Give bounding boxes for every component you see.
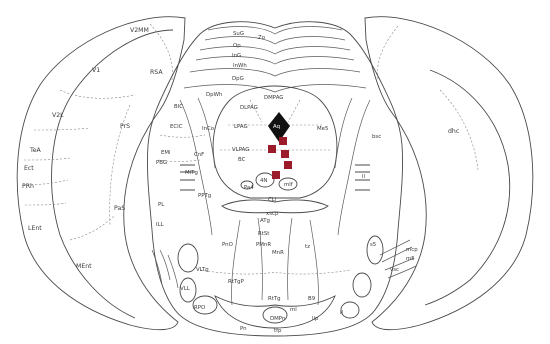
marker-square [272,171,280,179]
label-InWh: InWh [233,63,247,69]
label-m5: m5 [406,256,415,262]
label-PMnR: PMnR [256,242,271,248]
label-PaS: PaS [114,205,125,212]
label-CnF: CnF [194,152,204,158]
label-PBG: PBG [156,160,167,166]
region-labels: V2MM V1 RSA V2L PrS TeA Ect PRh PaS LEnt… [22,27,460,334]
label-ll: ll [362,174,365,180]
label-V2L: V2L [52,112,64,119]
label-ll-bottom: ll [340,310,343,316]
label-TeA: TeA [29,147,42,154]
label-Pn: Pn [240,326,247,332]
label-ml: ml [290,307,297,313]
label-DMPAG: DMPAG [264,95,283,101]
label-bsc: bsc [372,134,381,140]
label-MnR: MnR [272,250,284,256]
label-Me5: Me5 [317,126,328,132]
label-EMi: EMi [161,150,171,156]
label-ATg: ATg [260,218,270,224]
label-V1: V1 [92,67,100,74]
label-ECIC: ECIC [170,124,183,130]
label-B9: B9 [308,296,316,302]
label-DpG: DpG [232,76,244,82]
label-dhc: dhc [448,128,460,135]
label-InCo: InCo [202,126,214,132]
label-tz: tz [305,244,310,250]
label-LEnt: LEnt [28,225,42,232]
label-BIC: BIC [174,104,183,110]
label-VLTg: VLTg [196,267,209,273]
label-Op: Op [233,43,241,49]
label-ILL: ILL [156,222,164,228]
label-RPO: RPO [194,305,205,311]
label-tfp: tfp [274,328,282,334]
label-PPTg: PPTg [198,193,211,199]
label-V2MM: V2MM [130,27,149,34]
label-DMPn: DMPn [270,316,285,322]
marker-square [268,145,276,153]
label-PL: PL [158,202,164,208]
left-cortex [17,17,185,330]
label-PrS: PrS [120,123,130,130]
injection-markers [268,137,292,179]
label-RtTg: RtTg [268,296,281,302]
label-VLL: VLL [180,286,190,292]
label-PnO: PnO [222,242,233,248]
marker-square [284,161,292,169]
label-Zo: Zo [258,35,265,41]
label-BC: BC [238,157,246,163]
label-xscp: xscp [266,211,279,217]
label-RtSt: RtSt [258,231,269,237]
label-DpWh: DpWh [206,92,222,98]
label-VLPAG: VLPAG [232,147,249,153]
label-mlf: mlf [284,182,293,188]
marker-square [281,150,289,158]
right-cortex [365,17,533,330]
label-Aq: Aq [273,124,280,130]
label-MiTg: MiTg [185,170,198,176]
label-PRh: PRh [22,183,34,190]
marker-square [279,137,287,145]
label-LPAG: LPAG [234,124,248,130]
label-DLPAG: DLPAG [240,105,258,111]
label-SuG: SuG [233,31,244,37]
label-vsc: vsc [390,267,399,273]
label-CLi: CLi [268,197,276,203]
label-Pa4: Pa4 [244,185,254,191]
label-RSA: RSA [150,69,163,76]
label-InG: InG [232,53,241,59]
label-Ect: Ect [24,165,34,172]
label-4N: 4N [260,178,267,184]
label-s5: s5 [370,242,376,248]
label-MEnt: MEnt [76,263,92,270]
label-mcp: mcp [406,247,418,253]
label-RtTgP: RtTgP [228,279,245,285]
label-llp: llp [312,316,319,322]
